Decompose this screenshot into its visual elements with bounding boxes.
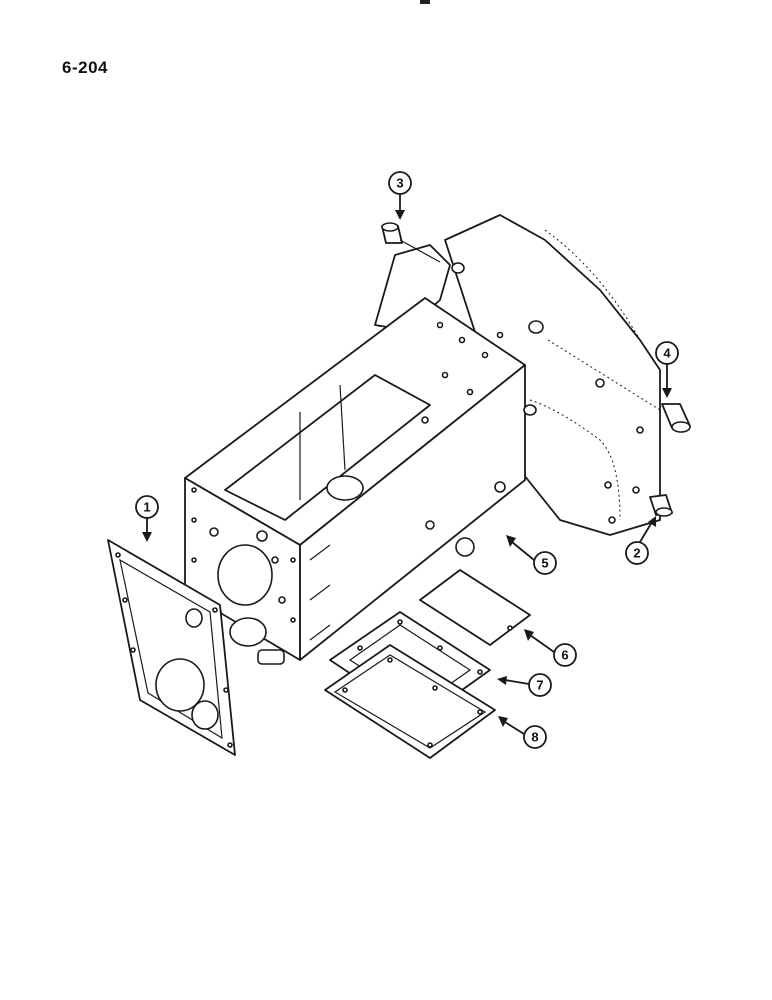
cover-plate (419, 569, 531, 646)
callout-1: 1 (135, 495, 159, 542)
callout-label-7: 7 (536, 678, 543, 693)
bottom-cover (324, 644, 496, 759)
housing-side-face (299, 364, 526, 661)
housing-rear-flange (444, 214, 661, 536)
callout-2: 2 (625, 516, 656, 565)
dowel-pin-2 (649, 494, 673, 517)
callout-5: 5 (506, 535, 557, 575)
page-number: 6-204 (62, 58, 108, 77)
callout-label-6: 6 (561, 648, 568, 663)
callout-3: 3 (388, 171, 412, 220)
front-gasket (107, 539, 236, 756)
callout-label-4: 4 (663, 346, 671, 361)
transmission-housing (184, 214, 661, 665)
callout-label-1: 1 (143, 500, 150, 515)
callout-label-3: 3 (396, 176, 403, 191)
dowel-pin-4 (547, 339, 691, 433)
front-bore-lower (229, 617, 267, 647)
callout-8: 8 (498, 716, 547, 749)
callout-label-8: 8 (531, 730, 538, 745)
callout-6: 6 (524, 629, 577, 667)
callout-label-2: 2 (633, 546, 640, 561)
top-edge-mark (420, 0, 430, 4)
callout-label-5: 5 (541, 556, 548, 571)
callout-7: 7 (497, 673, 552, 697)
housing-top-opening (224, 374, 431, 521)
callout-4: 4 (655, 341, 679, 398)
front-bore-large (217, 544, 273, 606)
dowel-pin-3 (381, 222, 441, 263)
